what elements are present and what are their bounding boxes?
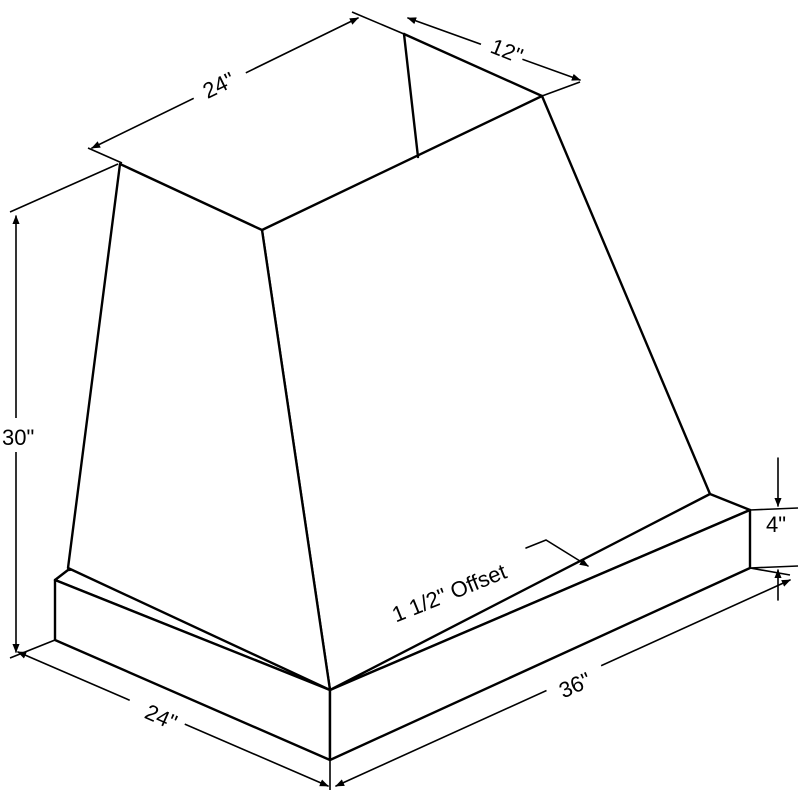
dimension-band-height: 4" xyxy=(749,457,799,601)
dimension-base-width: 36" xyxy=(335,567,791,787)
height-label: 30" xyxy=(2,425,34,450)
dimension-height: 30" xyxy=(0,163,119,659)
chimney-side-face xyxy=(66,162,332,692)
offset-leader-line xyxy=(525,539,589,567)
hood-drawing xyxy=(53,32,752,762)
band-height-label: 4" xyxy=(766,512,786,537)
dimension-top-depth: 12" xyxy=(407,17,581,97)
dimension-top-width: 24" xyxy=(87,11,405,164)
chimney-back-edge xyxy=(402,32,420,159)
